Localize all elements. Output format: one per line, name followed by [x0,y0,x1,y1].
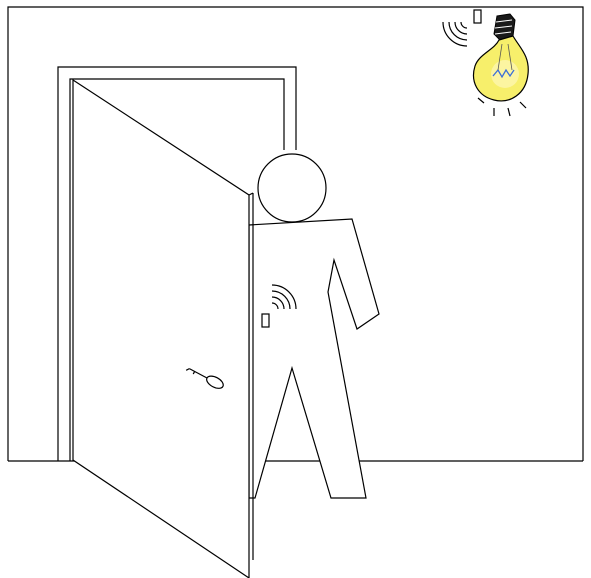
sensor-device [262,314,269,327]
person-head [258,154,326,222]
receiver-device [474,10,481,23]
open-door [73,80,253,578]
signal-waves-icon [443,22,467,46]
wireless-receiver-on-lamp [443,10,481,46]
person-body [249,219,379,498]
light-bulb [474,14,529,116]
